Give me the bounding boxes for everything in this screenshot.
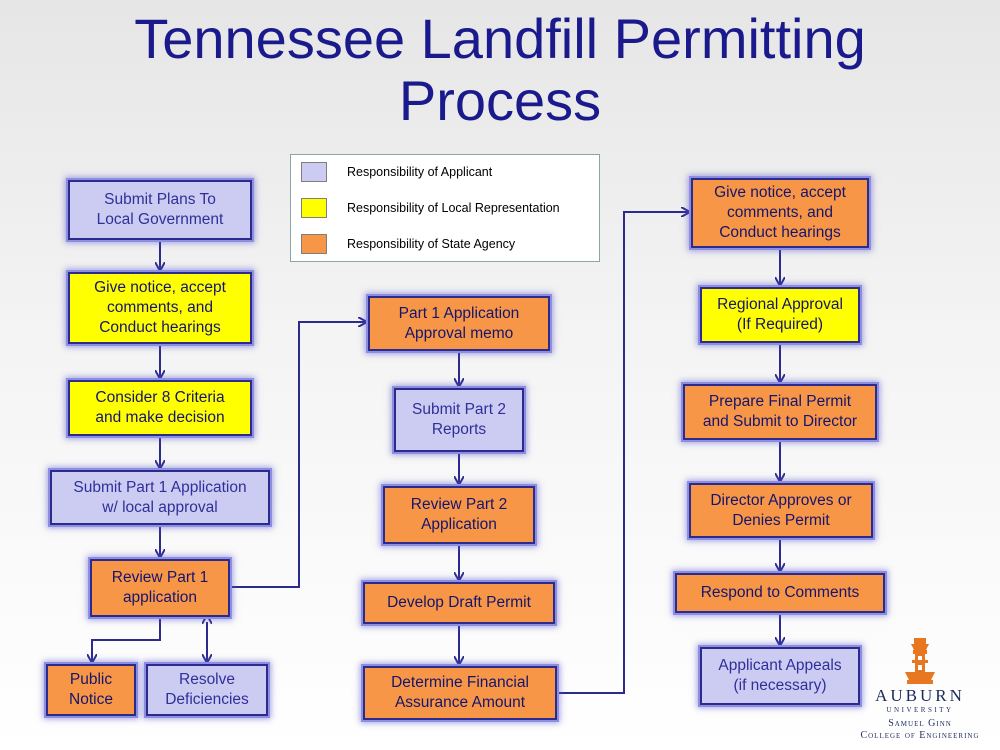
step-label: Applicant Appeals (if necessary) <box>718 657 842 694</box>
step-financial-assurance: Determine Financial Assurance Amount <box>363 666 557 720</box>
auburn-logo: AUBURN UNIVERSITY Samuel Ginn College of… <box>845 630 995 745</box>
legend-swatch-local <box>301 198 327 218</box>
step-director-decision: Director Approves or Denies Permit <box>689 483 873 538</box>
page-title: Tennessee Landfill Permitting Process <box>0 8 1000 132</box>
legend-item-state: Responsibility of State Agency <box>301 233 515 255</box>
step-submit-part2: Submit Part 2 Reports <box>394 388 524 452</box>
step-label: Regional Approval (If Required) <box>717 296 843 333</box>
step-local-notice: Give notice, accept comments, and Conduc… <box>68 272 252 344</box>
step-part1-memo: Part 1 Application Approval memo <box>368 296 550 351</box>
step-consider-criteria: Consider 8 Criteria and make decision <box>68 380 252 436</box>
legend-label-state: Responsibility of State Agency <box>347 237 516 251</box>
step-label: Respond to Comments <box>700 584 860 601</box>
step-label: Director Approves or Denies Permit <box>710 491 852 529</box>
legend-item-applicant: Responsibility of Applicant <box>301 161 492 183</box>
step-submit-part1: Submit Part 1 Application w/ local appro… <box>50 470 270 525</box>
step-label: Resolve Deficiencies <box>165 671 249 708</box>
arrow-review-to-memo <box>230 322 366 588</box>
arrow-review-to-public-notice <box>92 617 161 662</box>
step-resolve-deficiencies: Resolve Deficiencies <box>146 664 268 716</box>
logo-university: UNIVERSITY <box>886 706 954 714</box>
step-label: Review Part 2 Application <box>410 496 508 533</box>
step-review-part1: Review Part 1 application <box>90 559 230 617</box>
title-line-1: Tennessee Landfill Permitting <box>134 7 866 70</box>
step-review-part2: Review Part 2 Application <box>383 486 535 544</box>
step-label: Prepare Final Permit and Submit to Direc… <box>702 393 858 430</box>
title-line-2: Process <box>398 69 602 132</box>
step-label: Review Part 1 application <box>111 569 209 606</box>
step-regional-approval: Regional Approval (If Required) <box>700 287 860 343</box>
arrow-financial-to-state-notice <box>557 212 689 694</box>
logo-college-line1: Samuel Ginn <box>888 718 952 729</box>
logo-college-line2: College of Engineering <box>860 730 980 741</box>
step-label: Public Notice <box>69 671 113 708</box>
tower-icon <box>905 638 935 684</box>
step-applicant-appeals: Applicant Appeals (if necessary) <box>700 647 860 705</box>
legend-swatch-applicant <box>301 162 327 182</box>
step-state-notice: Give notice, accept comments, and Conduc… <box>691 178 869 248</box>
step-label: Submit Part 1 Application w/ local appro… <box>73 478 247 516</box>
step-label: Give notice, accept comments, and Conduc… <box>714 184 846 241</box>
step-submit-plans: Submit Plans To Local Government <box>68 180 252 240</box>
legend-swatch-state <box>301 234 327 254</box>
step-final-permit: Prepare Final Permit and Submit to Direc… <box>683 384 877 440</box>
step-label: Submit Plans To Local Government <box>96 191 224 228</box>
legend-label-applicant: Responsibility of Applicant <box>347 165 493 179</box>
step-public-notice: Public Notice <box>46 664 136 716</box>
step-label: Consider 8 Criteria and make decision <box>95 389 225 426</box>
step-respond-comments: Respond to Comments <box>675 573 885 613</box>
step-label: Give notice, accept comments, and Conduc… <box>94 279 226 336</box>
step-label: Determine Financial Assurance Amount <box>391 674 529 711</box>
legend-item-local: Responsibility of Local Representation <box>301 197 560 219</box>
logo-name: AUBURN <box>875 686 965 705</box>
legend: Responsibility of Applicant Responsibili… <box>290 154 600 262</box>
step-label: Develop Draft Permit <box>387 594 531 611</box>
step-draft-permit: Develop Draft Permit <box>363 582 555 624</box>
legend-label-local: Responsibility of Local Representation <box>347 201 560 215</box>
step-label: Submit Part 2 Reports <box>412 401 506 438</box>
step-label: Part 1 Application Approval memo <box>398 304 520 342</box>
